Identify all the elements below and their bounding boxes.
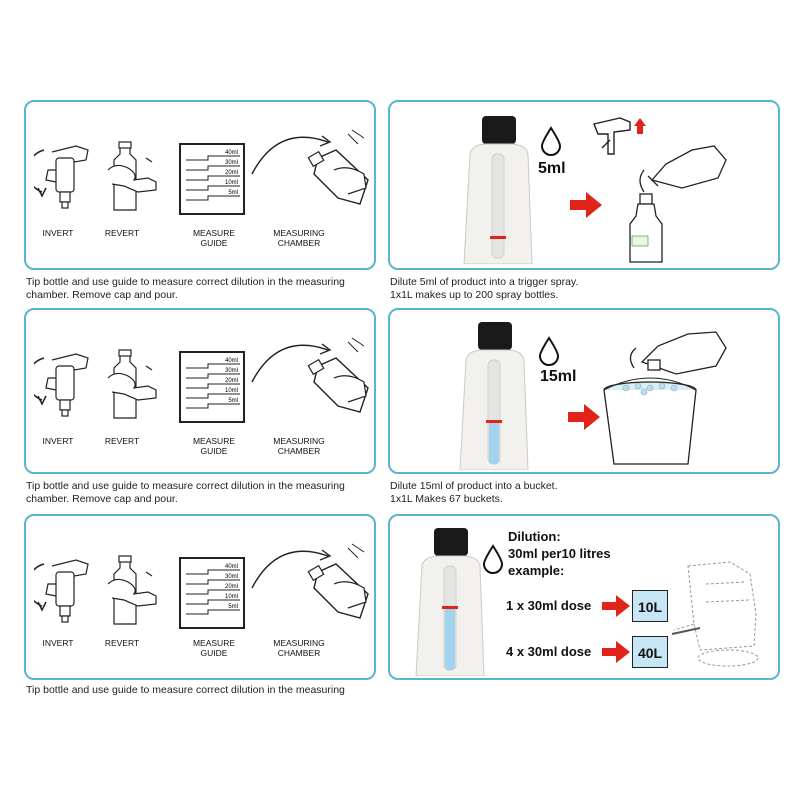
floor-scrubber-illustration: [671, 561, 759, 667]
invert-illustration: [34, 559, 89, 623]
guide-mark-label: 5ml: [228, 398, 238, 404]
dilution-ratio: 30ml per10 litres: [508, 546, 611, 561]
dosing-bottle: [463, 116, 533, 264]
dose-amount: 15ml: [540, 368, 577, 385]
dilution-heading: Dilution:: [508, 529, 561, 544]
dosing-bottle: [459, 322, 529, 470]
water-box-40l: 40L: [632, 636, 668, 668]
invert-label: INVERT: [42, 436, 74, 446]
measure-guide-illustration: 40ml 30ml 20ml 10ml 5ml: [179, 351, 245, 423]
revert-illustration: [107, 141, 157, 211]
measure-guide-illustration: 40ml 30ml 20ml 10ml 5ml: [179, 557, 245, 629]
red-arrow: [602, 641, 630, 663]
revert-illustration: [107, 349, 157, 419]
row1-left-caption: Tip bottle and use guide to measure corr…: [26, 276, 345, 301]
red-arrow: [568, 404, 600, 430]
spray-bottle-refill: [629, 145, 727, 263]
row2-left-caption: Tip bottle and use guide to measure corr…: [26, 480, 345, 505]
guide-mark-label: 10ml: [225, 180, 238, 186]
guide-mark-label: 20ml: [225, 170, 238, 176]
drop-icon: [482, 544, 504, 574]
instruction-panel-row3-left: 40ml 30ml 20ml 10ml 5ml INVERT REVERT MEASUR…: [24, 514, 376, 680]
guide-mark-label: 30ml: [225, 160, 238, 166]
water-box-40l-label: 40L: [637, 645, 663, 661]
invert-label: INVERT: [42, 228, 74, 238]
revert-label: REVERT: [104, 638, 140, 648]
guide-mark-label: 40ml: [225, 358, 238, 364]
dose-line-2: 4 x 30ml dose: [506, 644, 592, 659]
instruction-panel-row2-left: 40ml 30ml 20ml 10ml 5ml INVERT REVERT MEASUR…: [24, 308, 376, 474]
drop-icon: [540, 126, 562, 156]
row2-right-caption: Dilute 15ml of product into a bucket.1x1…: [390, 480, 558, 505]
revert-illustration: [107, 555, 157, 625]
guide-mark-label: 5ml: [228, 604, 238, 610]
dose-amount: 5ml: [538, 160, 566, 177]
red-arrow: [602, 595, 630, 617]
guide-mark-label: 30ml: [225, 574, 238, 580]
measuring-chamber-illustration: [251, 543, 369, 619]
guide-mark-label: 10ml: [225, 594, 238, 600]
water-box-10l: 10L: [632, 590, 668, 622]
bucket-refill: [603, 331, 727, 465]
water-box-10l-label: 10L: [637, 599, 663, 615]
row1-right-caption: Dilute 5ml of product into a trigger spr…: [390, 276, 579, 301]
row3-left-caption: Tip bottle and use guide to measure corr…: [26, 684, 345, 696]
revert-label: REVERT: [104, 436, 140, 446]
guide-mark-label: 40ml: [225, 150, 238, 156]
invert-label: INVERT: [42, 638, 74, 648]
invert-illustration: [34, 353, 89, 417]
drop-icon: [538, 336, 560, 366]
dilution-text: Dilution: 30ml per10 litres example:: [508, 528, 611, 579]
instruction-panel-row1-left: 40ml 30ml 20ml 10ml 5ml INVERT REVERT MEASUR…: [24, 100, 376, 270]
dosing-bottle: [415, 528, 485, 676]
measuring-chamber-illustration: [251, 337, 369, 413]
guide-mark-label: 20ml: [225, 378, 238, 384]
measuring-chamber-illustration: [251, 129, 369, 205]
guide-mark-label: 30ml: [225, 368, 238, 374]
red-arrow: [570, 192, 602, 218]
guide-mark-label: 10ml: [225, 388, 238, 394]
invert-illustration: [34, 145, 89, 209]
guide-mark-label: 5ml: [228, 190, 238, 196]
instruction-panel-row1-right: 5ml: [388, 100, 780, 270]
instruction-panel-row2-right: 15ml: [388, 308, 780, 474]
dilution-example: example:: [508, 563, 565, 578]
revert-label: REVERT: [104, 228, 140, 238]
trigger-spray-head: [593, 117, 646, 155]
instruction-panel-row3-right: Dilution: 30ml per10 litres example: 1 x…: [388, 514, 780, 680]
dose-line-1: 1 x 30ml dose: [506, 598, 592, 613]
guide-mark-label: 20ml: [225, 584, 238, 590]
measure-guide-illustration: 40ml 30ml 20ml 10ml 5ml: [179, 143, 245, 215]
guide-mark-label: 40ml: [225, 564, 238, 570]
